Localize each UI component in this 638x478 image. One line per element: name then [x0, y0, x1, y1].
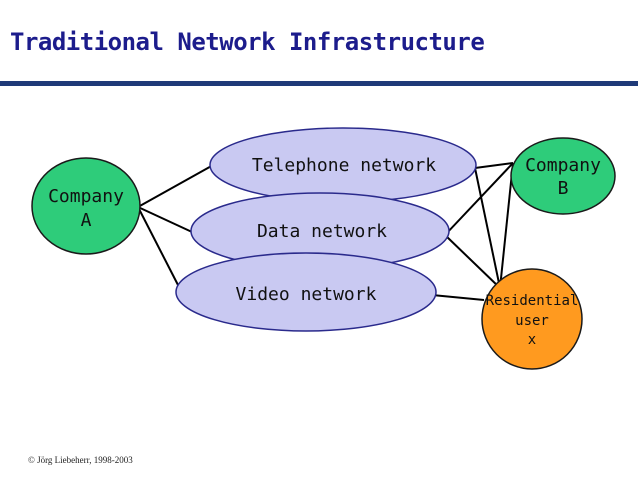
company-a-label-line2: A	[81, 210, 92, 231]
residential-user-label-line1: Residential	[486, 293, 579, 309]
link-residential-b	[499, 162, 514, 289]
link-a-data	[137, 206, 193, 233]
data-network-label: Data network	[257, 221, 387, 242]
connection-lines	[137, 162, 514, 301]
title-underline	[0, 81, 638, 86]
company-a-node: Company A	[31, 157, 141, 255]
residential-user-ellipse	[481, 268, 583, 370]
company-a-label-line1: Company	[48, 186, 124, 207]
link-telephone-residential	[474, 167, 501, 289]
link-data-residential	[444, 234, 501, 289]
company-a-ellipse	[31, 157, 141, 255]
residential-user-label-line3: x	[528, 332, 536, 348]
link-data-b	[444, 162, 514, 236]
slide-title: Traditional Network Infrastructure	[10, 28, 485, 56]
company-b-ellipse	[510, 137, 616, 215]
video-network: Video network	[175, 252, 437, 332]
link-a-telephone	[137, 163, 216, 208]
link-video-residential	[431, 294, 485, 301]
telephone-network-label: Telephone network	[252, 155, 436, 176]
link-a-video	[137, 206, 179, 286]
residential-user-node: Residential user x	[481, 268, 583, 370]
copyright-footer: © Jörg Liebeherr, 1998-2003	[28, 455, 133, 465]
link-telephone-b	[474, 162, 514, 169]
company-b-node: Company B	[510, 137, 616, 215]
telephone-network: Telephone network	[209, 127, 477, 203]
residential-user-label-line2: user	[515, 313, 549, 329]
video-network-label: Video network	[236, 284, 377, 305]
video-network-ellipse	[175, 252, 437, 332]
company-b-label-line1: Company	[525, 155, 601, 176]
company-b-label-line2: B	[558, 178, 569, 199]
